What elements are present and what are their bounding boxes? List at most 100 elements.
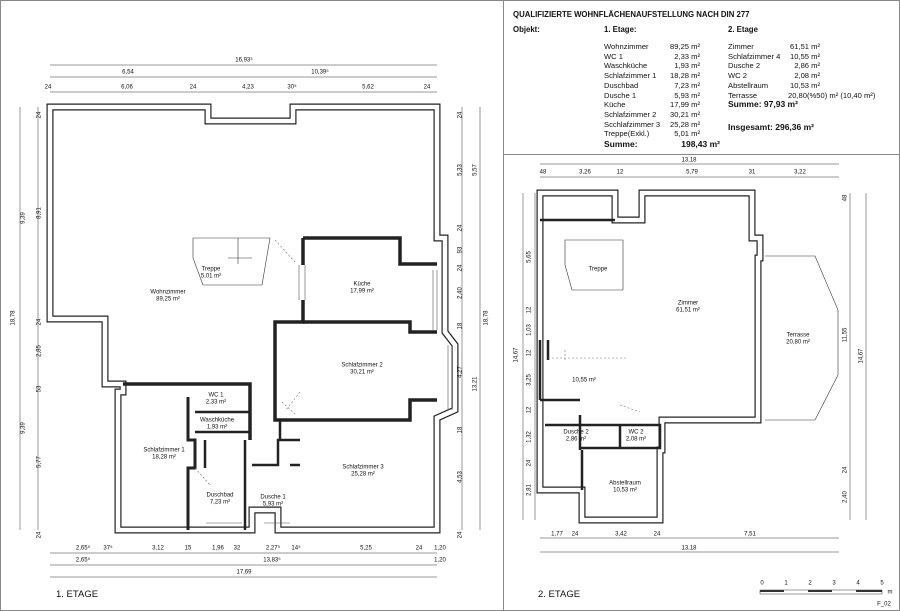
dimension-text: 12	[526, 406, 533, 414]
dimension-text: 2,40	[842, 491, 849, 503]
dimension-text: 12	[616, 169, 624, 176]
dimension-text: 12	[526, 349, 533, 357]
room-name: Terrasse	[728, 90, 758, 100]
dimension-text: 24	[457, 111, 464, 119]
scale-bar	[759, 589, 883, 595]
dimension-text: 11,55	[842, 327, 849, 343]
dimension-text: 13,18	[681, 157, 697, 164]
dimension-text: 53	[36, 385, 43, 393]
room-dusche-1-area: 5,93 m²	[262, 501, 284, 508]
scale-tick-label: 0	[760, 580, 764, 587]
plan2-walls	[536, 189, 839, 524]
door-swing	[548, 350, 641, 413]
room-abstellraum-name: Abstellraum	[609, 480, 641, 487]
room-dusche-1-name: Dusche 1	[260, 494, 286, 501]
dimension-text: 9,39	[20, 212, 27, 224]
plan2-terrace-outline	[765, 255, 839, 421]
room-area: 17,99 m²	[670, 100, 700, 110]
room-duschbad-area: 7,23 m²	[209, 499, 231, 506]
room-terrasse-name: Terrasse	[786, 332, 810, 339]
room-waschkueche-name: Waschküche	[199, 417, 235, 424]
dimension-text: 5,57	[472, 164, 479, 176]
room-schlafzimmer-2-name: Schlafzimmer 2	[341, 362, 383, 369]
dimension-text: 2,27⁵	[265, 545, 281, 552]
plan1-dimension-lines	[19, 64, 481, 578]
dimension-text: 14⁵	[291, 545, 301, 552]
dimension-text: 4,27	[457, 366, 464, 378]
dimension-text: 24	[457, 531, 464, 539]
wall	[123, 382, 252, 440]
dimension-text: 6,06	[121, 84, 133, 91]
dimension-text: 24	[415, 545, 423, 552]
dimension-text: 31	[748, 169, 756, 176]
floor1-sum-label: Summe:	[604, 139, 638, 150]
room-name: WC 2	[728, 71, 747, 81]
dimension-text: 24	[36, 111, 43, 119]
sheet-divider-horizontal	[503, 154, 900, 155]
scale-bar-segment	[856, 590, 882, 592]
dimension-text: 24	[571, 531, 579, 538]
plan1-title: 1. ETAGE	[56, 589, 99, 600]
window	[206, 265, 453, 524]
dimension-text: 5,79	[686, 169, 698, 176]
room-schlafzimmer-3-area: 25,28 m²	[351, 471, 375, 478]
wall	[538, 340, 550, 400]
object-label: Objekt:	[513, 25, 540, 34]
dimension-text: 2,65⁵	[75, 557, 91, 564]
room-area: 2,08 m²	[794, 71, 820, 81]
dimension-text: 30⁵	[287, 84, 297, 91]
room-wc-2-name: WC 2	[628, 429, 644, 436]
dimension-text: 5,77	[36, 456, 43, 468]
total-value: 296,36 m²	[775, 122, 814, 132]
dimension-text: 2,85	[36, 345, 43, 357]
drawing-code: F_02	[877, 601, 891, 608]
room-area: 2,86 m²	[794, 61, 820, 71]
room-abstellraum-area: 10,53 m²	[613, 487, 637, 494]
room-area: 10,55 m²	[790, 51, 820, 61]
dimension-text: 48	[842, 194, 849, 202]
room-schlafzimmer-1-area: 18,28 m²	[152, 454, 176, 461]
room-dusche-2-area: 2,86 m²	[565, 436, 587, 443]
dimension-text: 37⁵	[103, 545, 113, 552]
wall	[540, 218, 662, 490]
room-name: Duschbad	[604, 80, 639, 90]
plan2-outer-wall-fill	[537, 190, 763, 523]
floor2-sum-label: Summe:	[728, 99, 762, 110]
floor2-sum-value: 97,93 m²	[763, 99, 798, 110]
floor2-heading: 2. Etage	[728, 25, 758, 34]
room-treppe-area: 5,01 m²	[200, 273, 222, 280]
dimension-text: 18	[457, 322, 464, 330]
room-schlafzimmer-4-area: 10,55 m²	[572, 377, 596, 384]
dimension-text: 5,25	[360, 545, 372, 552]
room-area: 25,28 m²	[670, 119, 700, 129]
room-name: WC 1	[604, 51, 623, 61]
dimension-text: 17,69	[236, 569, 252, 576]
room-wc-1-name: WC 1	[208, 392, 224, 399]
total-label: Insgesamt:	[728, 122, 773, 132]
room-area: 30,21 m²	[670, 109, 700, 119]
plan1-walls	[46, 103, 459, 534]
dimension-text: 2,81	[526, 484, 533, 496]
scale-bar-segment	[808, 590, 832, 592]
scale-tick-label: 1	[784, 580, 788, 587]
plan1-stair	[192, 237, 271, 286]
plan2-dimension-lines	[522, 163, 867, 553]
dimension-text: 1,20	[434, 545, 446, 552]
dimension-text: 24	[36, 531, 43, 539]
dimension-text: 18	[457, 426, 464, 434]
table-title: QUALIFIZIERTE WOHNFLÄCHENAUFSTELLUNG NAC…	[513, 10, 750, 19]
room-wohnzimmer-area: 89,25 m²	[156, 296, 180, 303]
scale-tick-label: 3	[832, 580, 836, 587]
wall	[195, 410, 250, 468]
room-name: Abstellraum	[728, 80, 769, 90]
